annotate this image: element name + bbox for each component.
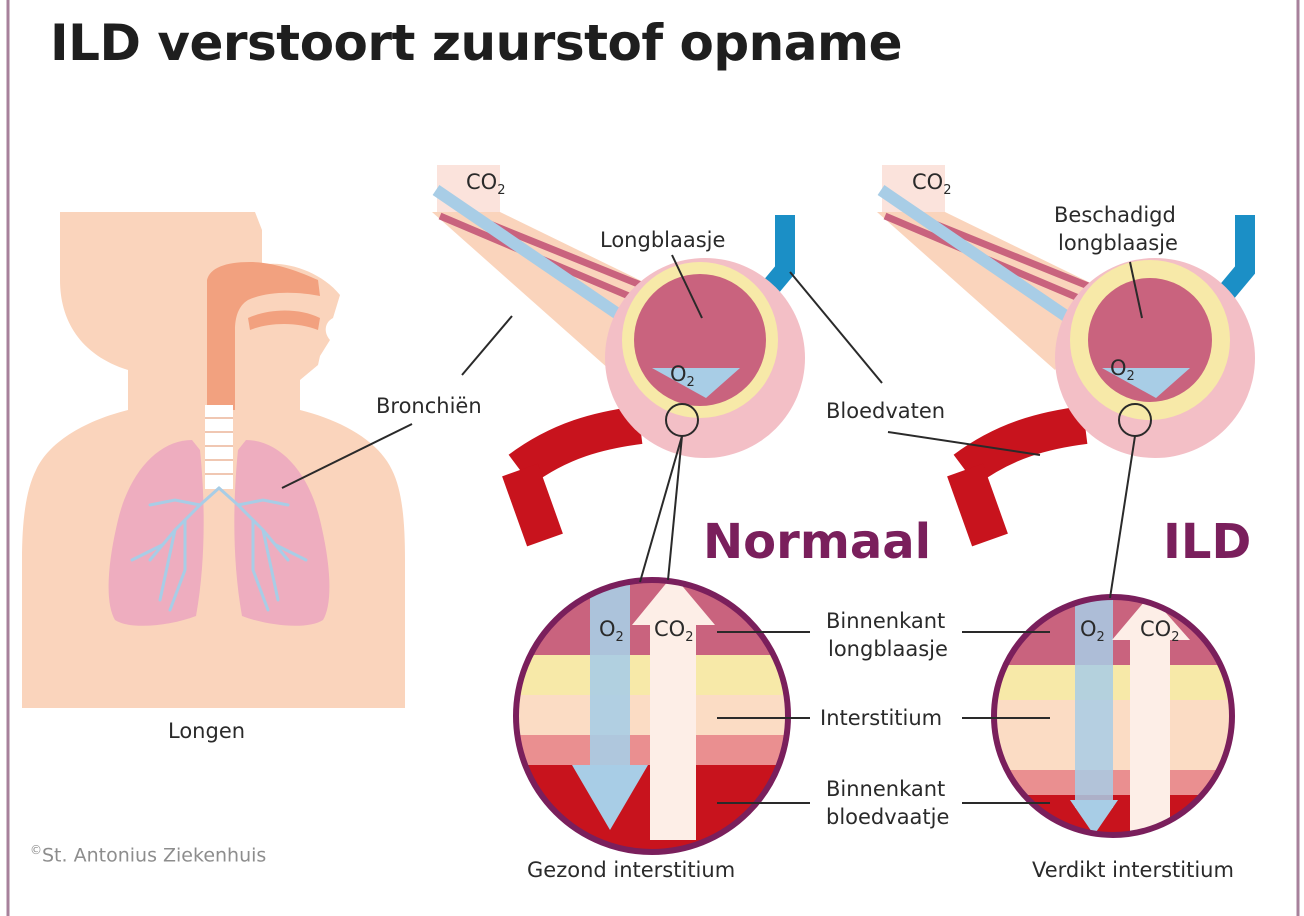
credit-text: St. Antonius Ziekenhuis	[42, 844, 266, 866]
normal-artery-stem	[520, 470, 545, 540]
label-longblaasje: Longblaasje	[600, 225, 725, 255]
label-longen: Longen	[168, 716, 245, 746]
gas-o2-ild-zoom: O2	[1080, 617, 1105, 645]
gas-o2-normal-zoom: O2	[599, 617, 624, 645]
panel-title-ild: ILD	[1163, 514, 1251, 570]
normal-artery	[520, 425, 640, 470]
label-beschadigd-2: longblaasje	[1058, 228, 1178, 258]
gas-co2-ild-bronchus: CO2	[912, 170, 951, 198]
label-binnenkant-longblaasje-2: longblaasje	[828, 634, 948, 664]
page-title: ILD verstoort zuurstof opname	[50, 14, 902, 72]
credit: ©St. Antonius Ziekenhuis	[30, 843, 266, 866]
body-figure	[22, 212, 405, 708]
normal-alveolus-group	[432, 165, 805, 540]
gas-o2-normal-alveolus: O2	[670, 362, 695, 390]
normal-zoom-detail	[510, 436, 800, 865]
caption-verdikt: Verdikt interstitium	[1032, 855, 1234, 885]
gas-co2-ild-zoom: CO2	[1140, 617, 1179, 645]
ild-zoom-detail	[990, 436, 1240, 845]
label-binnenkant-bloedvaatje-1: Binnenkant	[826, 774, 945, 804]
label-beschadigd-1: Beschadigd	[1054, 200, 1176, 230]
gas-co2-normal-zoom: CO2	[654, 617, 693, 645]
label-binnenkant-bloedvaatje-2: bloedvaatje	[826, 802, 949, 832]
label-interstitium: Interstitium	[820, 703, 942, 733]
label-bronchien: Bronchiën	[376, 391, 482, 421]
panel-title-normal: Normaal	[703, 514, 931, 570]
caption-gezond: Gezond interstitium	[527, 855, 735, 885]
ild-artery-stem	[965, 470, 990, 540]
ild-zoom-pointer	[1110, 436, 1135, 598]
copyright-symbol: ©	[30, 843, 42, 857]
gas-co2-normal-bronchus: CO2	[466, 170, 505, 198]
label-bloedvaten: Bloedvaten	[826, 396, 945, 426]
leader-bronchien-bronchus	[462, 316, 512, 375]
ild-artery	[965, 425, 1085, 470]
label-binnenkant-longblaasje-1: Binnenkant	[826, 606, 945, 636]
gas-o2-ild-alveolus: O2	[1110, 356, 1135, 384]
